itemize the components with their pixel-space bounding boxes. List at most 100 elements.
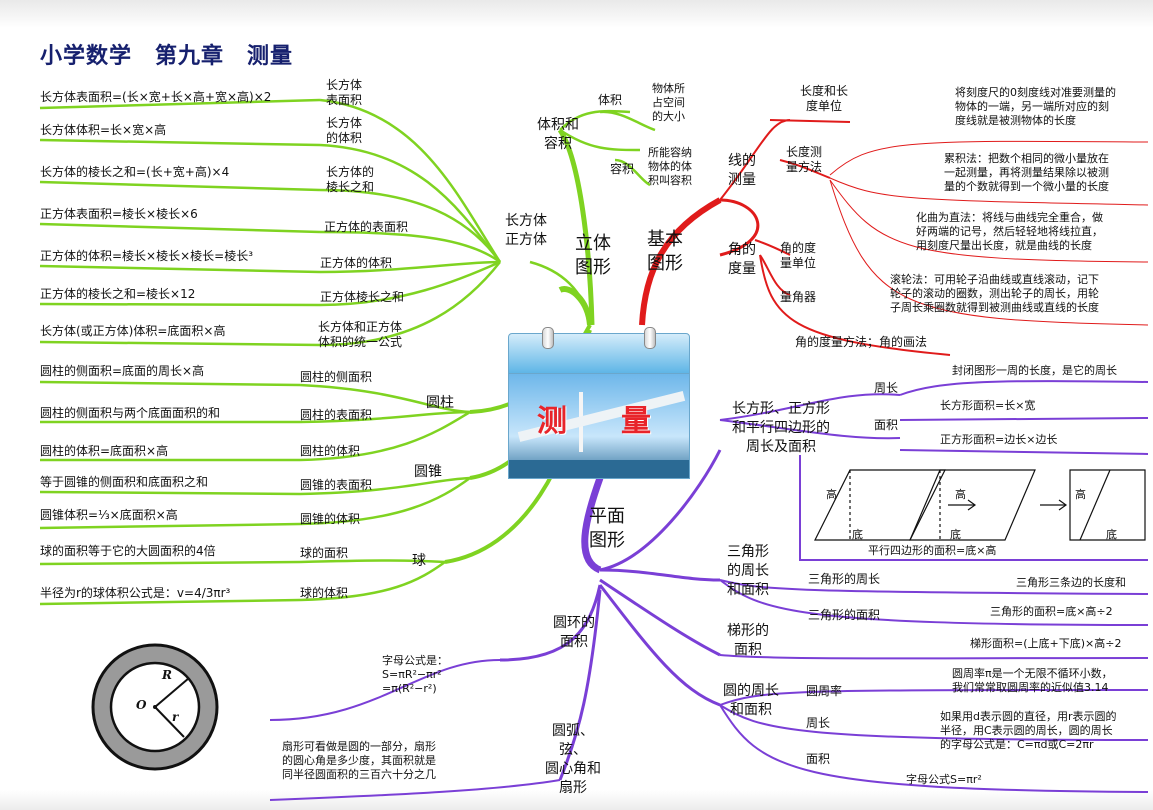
sphere-label: 球 [412,553,426,569]
pi-label: 圆周率 [806,684,843,698]
cuboid-item-formula: 正方体的棱长之和=棱长×12 [40,287,196,301]
page-title: 小学数学 第九章 测量 [40,44,294,69]
basic-branch-lines [639,119,951,356]
cylinder-item-name: 圆柱的侧面积 [300,370,373,384]
capacity-label: 容积 [610,162,635,176]
triangle-area-formula: 三角形的面积=底×高÷2 [990,605,1113,618]
protractor-label: 量角器 [780,290,817,304]
cuboid-item-formula: 长方体的棱长之和=(长+宽+高)×4 [40,165,230,179]
center-calendar: 测 量 [508,327,690,479]
calendar-ring-icon [542,327,554,349]
cylinder-item-name: 圆柱的表面积 [300,408,373,422]
volume-capacity-label: 体积和 容积 [537,117,579,152]
length-unit-description: 将刻度尺的0刻度线对准要测量的 物体的一端，另一端所对应的刻 度线就是被测物体的… [955,86,1116,127]
sea [509,460,689,478]
branch-plane-label: 平面 图形 [589,506,625,551]
sphere-item-name: 球的体积 [300,586,349,600]
solid-branch-lines [39,98,656,606]
para-height-label: 高 [1075,488,1086,501]
perimeter-label: 周长 [874,381,899,395]
trapezoid-label: 梯形的 面积 [727,623,769,658]
para-base-label: 底 [852,528,863,541]
ring-formula: 字母公式是： S=πR²−πr² =π(R²−r²) [382,654,448,695]
cuboid-item-formula: 正方体的体积=棱长×棱长×棱长=棱长³ [40,249,254,263]
para-base-label: 底 [950,528,961,541]
cone-item-name: 圆锥的表面积 [300,478,373,492]
method-accumulation: 累积法：把数个相同的微小量放在 一起测量，再将测量结果除以被测 量的个数就得到一… [944,152,1109,193]
volume-label: 体积 [598,93,623,107]
area-label: 面积 [874,418,899,432]
method-rolling-wheel: 滚轮法：可用轮子沿曲线或直线滚动，记下 轮子的滚动的圈数，测出轮子的周长，用轮 … [890,273,1099,314]
branch-basic-label: 基本 图形 [647,229,683,274]
cuboid-item-formula: 长方体体积=长×宽×高 [40,123,167,137]
triangle-label: 三角形 的周长 和面积 [727,544,769,598]
rectangle-area-formula: 长方形面积=长×宽 [940,399,1036,412]
calendar-ring-icon [644,327,656,349]
volume-definition: 物体所 占空间 的大小 [652,82,685,123]
para-base-label: 底 [1106,528,1117,541]
cuboid-item-name: 正方体的体积 [320,256,393,270]
circle-perimeter-definition: 如果用d表示圆的直径，用r表示圆的 半径，用C表示圆的周长，圆的周长 的字母公式… [940,710,1117,751]
angle-unit-label: 角的度 量单位 [780,241,817,270]
cylinder-label: 圆柱 [426,395,454,411]
cuboid-item-name: 正方体的表面积 [324,220,409,234]
cone-label: 圆锥 [414,464,442,480]
cuboid-item-name: 长方体 的体积 [326,116,363,145]
cuboid-item-formula: 长方体(或正方体)体积=底面积×高 [40,324,226,338]
pi-definition: 圆周率π是一个无限不循环小数， 我们常常取圆周率的近似值3.14 [952,667,1113,694]
cuboid-item-name: 正方体棱长之和 [320,290,405,304]
sphere-item-formula: 球的面积等于它的大圆面积的4倍 [40,544,216,558]
cuboid-label: 长方体 正方体 [505,213,547,248]
circle-perimeter-label: 周长 [806,716,831,730]
cuboid-item-formula: 长方体表面积=(长×宽+长×高+宽×高)×2 [40,90,272,104]
cylinder-item-formula: 圆柱的侧面积=底面的周长×高 [40,364,205,378]
square-area-formula: 正方形面积=边长×边长 [940,433,1058,446]
capacity-definition: 所能容纳 物体的体 积叫容积 [648,146,692,187]
ring-label: 圆环的 面积 [553,615,595,650]
triangle-perimeter-definition: 三角形三条边的长度和 [1016,576,1126,589]
triangle-area-label: 三角形的面积 [808,608,881,622]
parallelogram-area-formula: 平行四边形的面积=底×高 [868,544,997,557]
line-measure-label: 线的 测量 [728,153,756,188]
cuboid-item-name: 长方体和正方体 体积的统一公式 [318,320,403,349]
angle-measure-label: 角的 度量 [728,242,756,277]
center-word-1: 测 [537,404,567,439]
para-height-label: 高 [955,488,966,501]
center-word-2: 量 [621,404,651,439]
calendar-header [508,333,690,375]
branch-solid-label: 立体 图形 [575,233,611,278]
basic-method-lines [829,140,1149,326]
cone-item-formula: 等于圆锥的侧面积和底面积之和 [40,475,209,489]
sphere-item-formula: 半径为r的球体积公式是：v=4/3πr³ [40,586,231,600]
cone-item-formula: 圆锥体积=⅓×底面积×高 [40,508,178,522]
cylinder-item-name: 圆柱的体积 [300,444,361,458]
circle-label: 圆的周长 和面积 [723,683,779,718]
ring-letter-big-r: R [162,668,172,682]
cuboid-item-name: 长方体的 棱长之和 [326,165,375,194]
ring-letter-o: O [136,698,147,712]
para-height-label: 高 [826,488,837,501]
cone-item-name: 圆锥的体积 [300,512,361,526]
circle-area-label: 面积 [806,752,831,766]
sector-definition: 扇形可看做是圆的一部分，扇形 的圆心角是多少度，其面积就是 同半径圆面积的三百六… [282,740,436,781]
plane-branch-lines [269,380,1149,801]
length-unit-label: 长度和长 度单位 [800,84,849,113]
cylinder-item-formula: 圆柱的侧面积与两个底面面积的和 [40,406,221,420]
parallelogram-figure [814,469,1146,541]
angle-method-label: 角的度量方法；角的画法 [795,335,928,349]
rect-group-label: 长方形、正方形 和平行四边形的 周长及面积 [732,401,830,455]
method-curve-to-line: 化曲为直法：将线与曲线完全重合，做 好两端的记号，然后轻轻地将线拉直， 用刻度尺… [916,211,1103,252]
sector-label: 圆弧、弦、 圆心角和 扇形 [545,723,601,796]
triangle-perimeter-label: 三角形的周长 [808,572,881,586]
length-method-label: 长度测 量方法 [786,145,823,174]
calendar-picture: 测 量 [508,373,690,479]
circle-area-formula: 字母公式S=πr² [906,773,982,786]
sphere-item-name: 球的面积 [300,546,349,560]
ring-letter-small-r: r [172,710,179,724]
ring-figure [91,643,219,771]
cuboid-item-formula: 正方体表面积=棱长×棱长×6 [40,207,198,221]
perimeter-definition: 封闭图形一周的长度，是它的周长 [952,364,1117,377]
cylinder-item-formula: 圆柱的体积=底面积×高 [40,444,169,458]
